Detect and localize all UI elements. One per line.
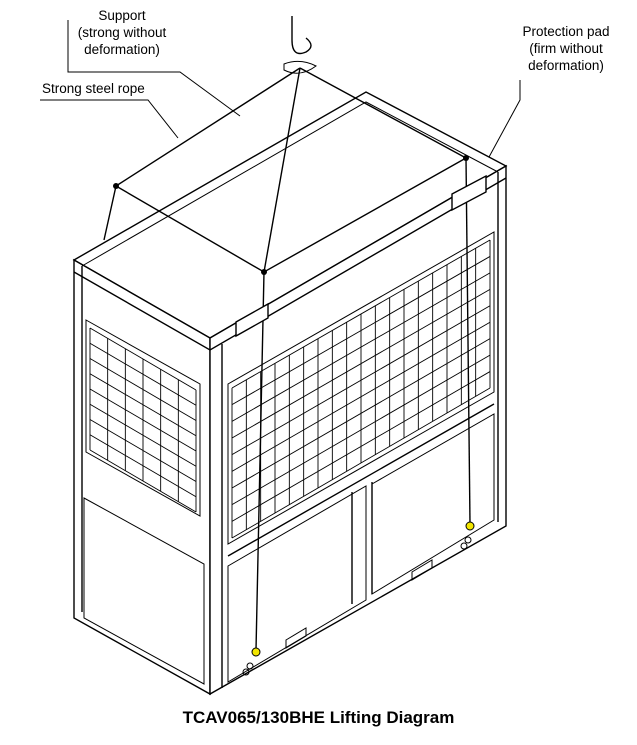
- shackle-right-icon: [465, 521, 475, 531]
- base-slot-1: [285, 627, 307, 649]
- left-grille-line-h-8: [89, 449, 197, 513]
- hook-ring-icon: [283, 60, 317, 74]
- support-label-line2: (strong without: [78, 25, 167, 40]
- pad-callout: Protection pad (firm without deformation…: [469, 24, 610, 193]
- protection-pad-right-icon: [451, 174, 487, 212]
- right-grille-line-h-0: [231, 239, 491, 389]
- left-grille-line-h-7: [89, 434, 197, 498]
- left-grille-line-h-5: [89, 403, 197, 467]
- right-grille-line-h-9: [231, 387, 491, 539]
- rope-callout: Strong steel rope: [40, 81, 179, 139]
- rope-right-drop: [465, 157, 471, 525]
- protection-pad-front-icon: [235, 302, 269, 338]
- right-grille-line-h-2: [231, 272, 491, 422]
- right-grille-line-h-4: [231, 305, 491, 456]
- left-grille-line-h-6: [89, 419, 197, 482]
- left-coil-frame: [85, 319, 201, 517]
- top-inner-rim: [81, 101, 499, 267]
- right-grille-line-h-8: [231, 371, 491, 522]
- left-grille-line-h-0: [89, 327, 197, 391]
- right-grille-line-h-6: [231, 338, 491, 489]
- support-callout: Support (strong without deformation): [67, 8, 241, 117]
- unit-body: [72, 91, 508, 696]
- lift-hole-right-1: [464, 536, 472, 544]
- rope-to-right-bar: [299, 67, 467, 159]
- left-grille-line-h-4: [89, 388, 197, 452]
- left-grille-line-h-3: [89, 373, 197, 437]
- rope-front-drop: [255, 271, 265, 651]
- rope-center: [263, 67, 301, 273]
- lifting-rig: [103, 16, 487, 676]
- right-grille: [231, 239, 491, 539]
- left-lower-panel: [83, 497, 205, 685]
- support-label-line1: Support: [98, 8, 146, 23]
- support-leader-line: [67, 20, 241, 117]
- right-grille-line-h-3: [231, 288, 491, 439]
- right-grille-line-h-7: [231, 354, 491, 506]
- pad-label-line2: (firm without: [529, 41, 603, 56]
- diagram-caption: TCAV065/130BHE Lifting Diagram: [182, 708, 455, 727]
- shackle-front-icon: [251, 647, 261, 657]
- base-slot-2: [411, 559, 433, 581]
- rope-to-left-bar: [115, 67, 301, 187]
- rope-left-drop: [103, 185, 117, 241]
- left-grille-line-h-1: [89, 342, 197, 406]
- lift-hole-front-2: [242, 668, 250, 676]
- top-rim: [73, 177, 507, 351]
- lift-hole-front-1: [246, 662, 254, 670]
- rope-leader-line: [40, 99, 179, 139]
- support-label-line3: deformation): [84, 42, 160, 57]
- crane-hook-icon: [291, 16, 312, 55]
- lower-panel-1: [227, 485, 367, 683]
- pad-label-line1: Protection pad: [522, 24, 609, 39]
- left-grille-line-h-2: [89, 358, 197, 421]
- right-grille-line-h-5: [231, 321, 491, 472]
- left-grille: [89, 327, 197, 513]
- lift-hole-right-2: [460, 542, 468, 550]
- rope-label: Strong steel rope: [42, 81, 145, 96]
- pad-label-line3: deformation): [528, 58, 604, 73]
- coil-bottom-rail: [227, 403, 495, 557]
- right-grille-line-h-1: [231, 256, 491, 406]
- right-coil-frame: [227, 231, 495, 545]
